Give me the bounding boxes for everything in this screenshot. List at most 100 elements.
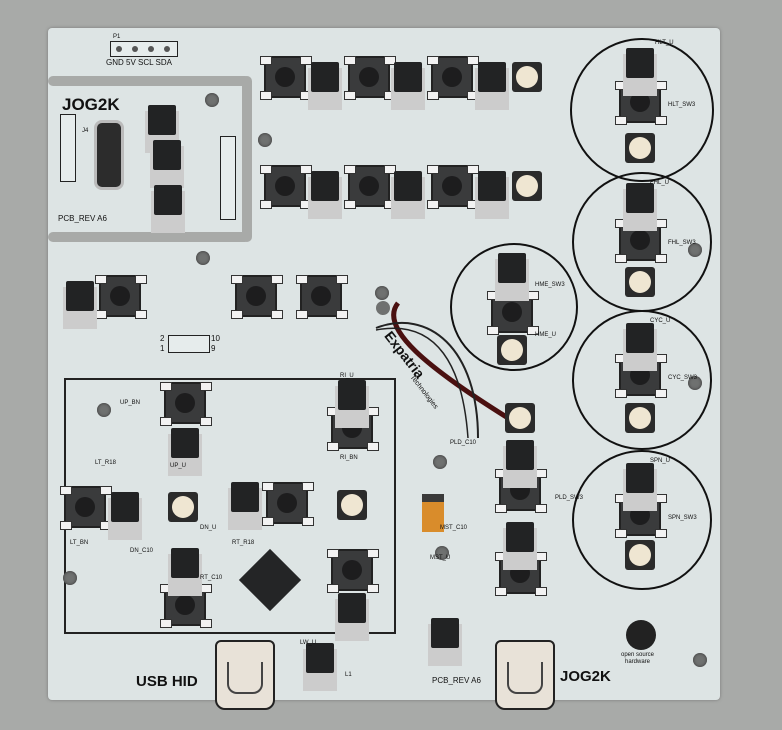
keypad-section-outline bbox=[64, 378, 396, 634]
tactile-button[interactable] bbox=[260, 165, 312, 209]
tactile-button[interactable] bbox=[95, 275, 147, 319]
tactile-button[interactable] bbox=[615, 494, 667, 538]
ref-designator: DN_U bbox=[200, 525, 217, 531]
ic-chip bbox=[626, 48, 654, 78]
mounting-hole bbox=[693, 653, 707, 667]
breakaway-revision: PCB_REV A6 bbox=[58, 214, 107, 223]
p1-ref: P1 bbox=[113, 34, 121, 40]
ref-designator: RT_R18 bbox=[232, 540, 255, 546]
tactile-button[interactable] bbox=[327, 407, 379, 451]
ref-designator: HME_U bbox=[535, 332, 557, 338]
tactile-button[interactable] bbox=[160, 382, 212, 426]
breakaway-slot-top bbox=[48, 76, 250, 86]
mounting-hole bbox=[63, 571, 77, 585]
ic-chip bbox=[111, 492, 139, 522]
tactile-button[interactable] bbox=[427, 56, 479, 100]
rgb-led bbox=[337, 490, 367, 520]
header-pin-9: 9 bbox=[211, 344, 216, 353]
tactile-button[interactable] bbox=[60, 486, 112, 530]
expatria-logo bbox=[375, 301, 510, 438]
ref-designator: RI_BN bbox=[340, 455, 358, 461]
oshw-line1: open source bbox=[621, 652, 655, 658]
breakaway-title: JOG2K bbox=[62, 95, 120, 114]
ic-chip bbox=[394, 62, 422, 92]
ic-chip bbox=[231, 482, 259, 512]
ic-chip bbox=[626, 323, 654, 353]
ic-chip bbox=[626, 183, 654, 213]
ref-designator: HLT_SW3 bbox=[668, 102, 696, 108]
rgb-led bbox=[497, 335, 527, 365]
tactile-button[interactable] bbox=[615, 81, 667, 125]
i2c-header bbox=[110, 41, 178, 57]
mounting-hole bbox=[435, 546, 449, 560]
ref-designator: FHL_U bbox=[650, 180, 670, 186]
ic-chip bbox=[394, 171, 422, 201]
header-pin-10: 10 bbox=[211, 334, 220, 343]
tactile-button[interactable] bbox=[495, 552, 547, 596]
tactile-button[interactable] bbox=[327, 549, 379, 593]
ic-chip bbox=[171, 428, 199, 458]
header-2x5 bbox=[168, 335, 210, 353]
ic-chip bbox=[506, 440, 534, 470]
tactile-button[interactable] bbox=[344, 165, 396, 209]
ic-chip bbox=[431, 618, 459, 648]
mounting-hole bbox=[688, 243, 702, 257]
rgb-led bbox=[512, 62, 542, 92]
ref-designator: MST_C10 bbox=[440, 525, 468, 531]
tactile-button[interactable] bbox=[262, 482, 314, 526]
ref-designator: MST_U bbox=[430, 555, 451, 561]
ic-chip bbox=[171, 548, 199, 578]
i2c-pin-labels: GND 5V SCL SDA bbox=[106, 58, 172, 67]
ref-designator: PLD_SW3 bbox=[555, 495, 584, 501]
rgb-led bbox=[625, 267, 655, 297]
tactile-button[interactable] bbox=[160, 584, 212, 628]
tactile-button[interactable] bbox=[427, 165, 479, 209]
j4-ref: J4 bbox=[82, 128, 89, 134]
ref-designator: SPN_SW3 bbox=[668, 515, 697, 521]
encoder-ring-outline bbox=[572, 450, 712, 590]
ref-designator: DN_C10 bbox=[130, 548, 154, 554]
ic-chip bbox=[154, 185, 182, 215]
usb-jog2k-port[interactable] bbox=[495, 640, 555, 710]
ref-designator: PLD_C10 bbox=[450, 440, 477, 446]
encoder-ring-outline bbox=[450, 243, 578, 371]
ic-chip bbox=[498, 253, 526, 283]
tactile-button[interactable] bbox=[495, 469, 547, 513]
rgb-led bbox=[625, 403, 655, 433]
tactile-button[interactable] bbox=[231, 275, 283, 319]
mounting-hole bbox=[688, 376, 702, 390]
tactile-button[interactable] bbox=[615, 219, 667, 263]
ref-designator: HME_SW3 bbox=[535, 282, 565, 288]
jog2k-label: JOG2K bbox=[560, 668, 611, 685]
usb-hid-port[interactable] bbox=[215, 640, 275, 710]
ic-chip bbox=[478, 62, 506, 92]
left-pin-header bbox=[60, 114, 76, 182]
ref-designator: CYC_U bbox=[650, 318, 671, 324]
ic-chip bbox=[153, 140, 181, 170]
tactile-button[interactable] bbox=[296, 275, 348, 319]
capacitor bbox=[422, 494, 444, 532]
tactile-button[interactable] bbox=[260, 56, 312, 100]
tactile-button[interactable] bbox=[344, 56, 396, 100]
tactile-button[interactable] bbox=[487, 291, 539, 335]
ic-chip bbox=[478, 171, 506, 201]
mounting-hole bbox=[433, 455, 447, 469]
ref-designator: LT_BN bbox=[70, 540, 89, 546]
mounting-hole bbox=[258, 133, 272, 147]
ic-chip bbox=[148, 105, 176, 135]
ic-chip bbox=[506, 522, 534, 552]
ref-designator: HLT_U bbox=[655, 40, 674, 46]
usb-hid-label: USB HID bbox=[136, 673, 198, 690]
ic-chip bbox=[311, 171, 339, 201]
rgb-led bbox=[505, 403, 535, 433]
ref-designator: CYC_SW3 bbox=[668, 375, 698, 381]
ic-chip bbox=[626, 463, 654, 493]
rgb-led bbox=[168, 492, 198, 522]
bottom-revision: PCB_REV A6 bbox=[432, 676, 481, 685]
ic-chip bbox=[66, 281, 94, 311]
ic-chip bbox=[338, 380, 366, 410]
usb-c-breakaway[interactable] bbox=[94, 120, 124, 190]
tactile-button[interactable] bbox=[615, 354, 667, 398]
encoder-ring-outline bbox=[572, 310, 712, 450]
rgb-led bbox=[625, 133, 655, 163]
